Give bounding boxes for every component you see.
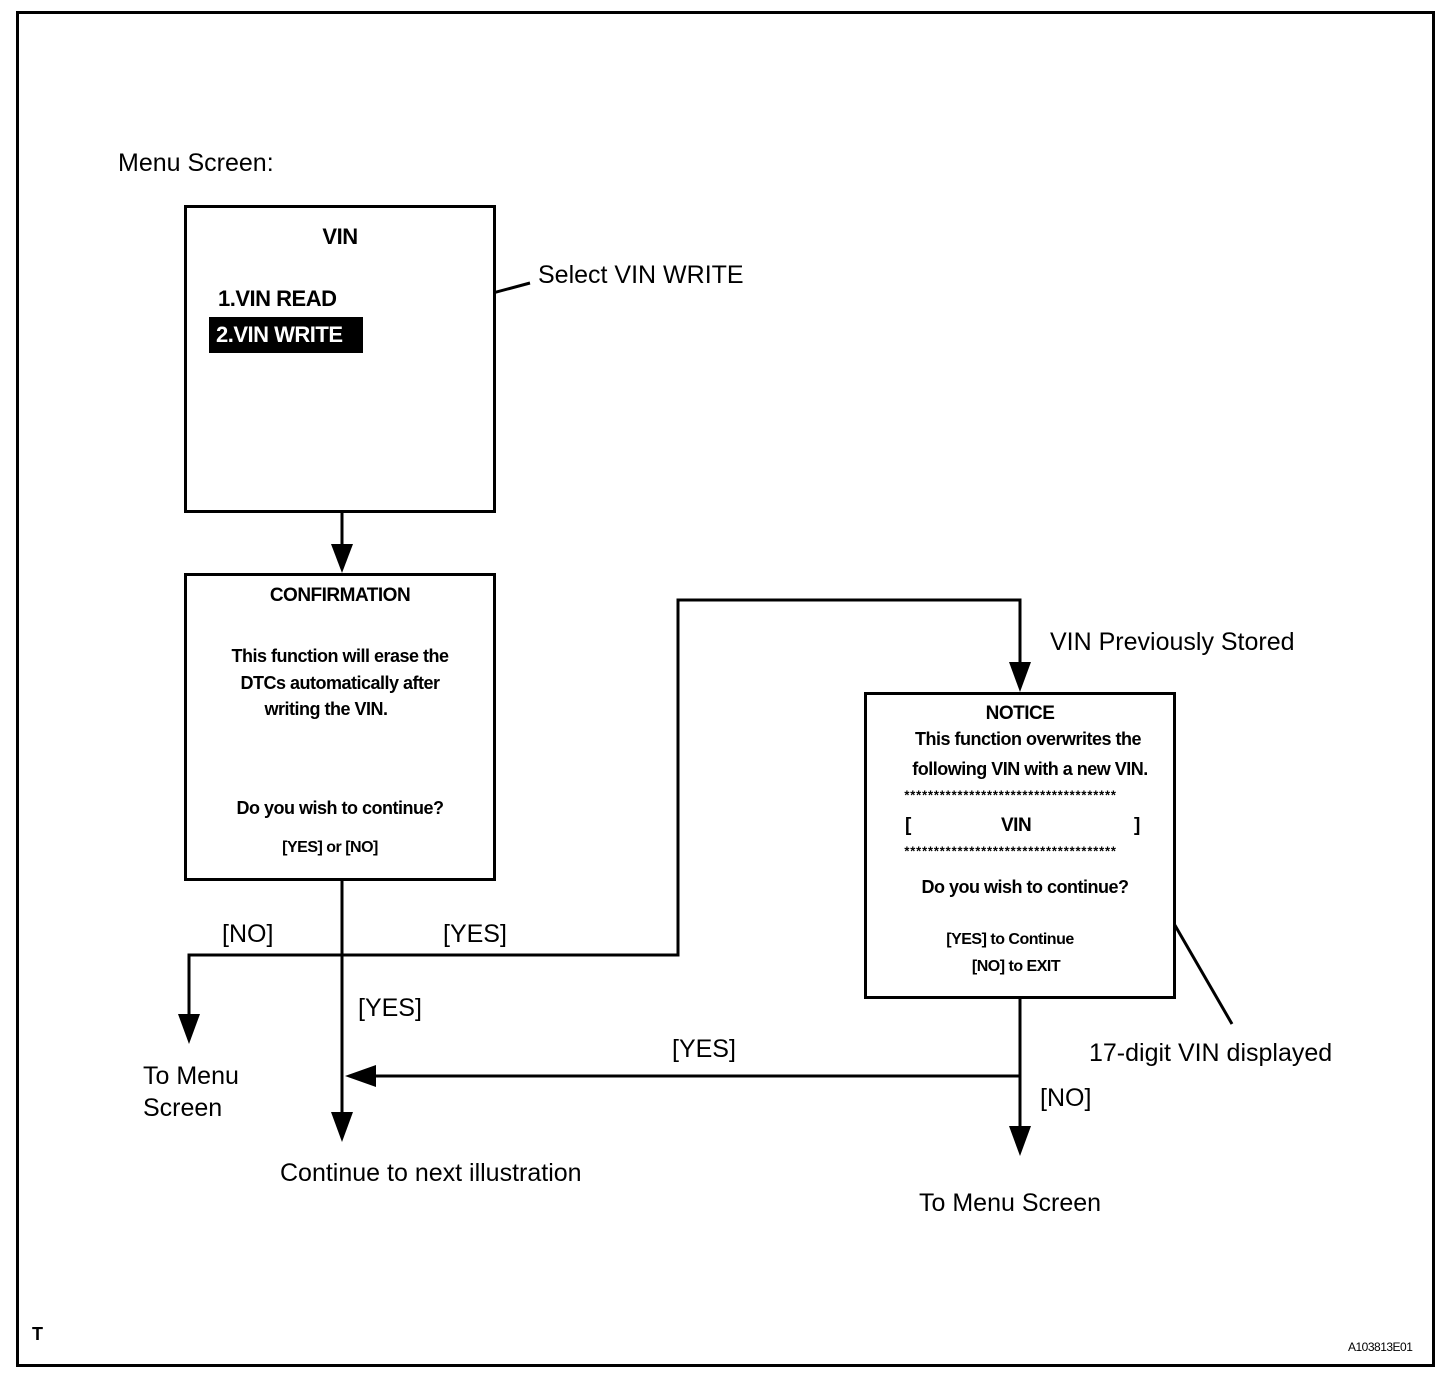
branch-label-yes-top: [YES] — [443, 920, 507, 948]
corner-letter: T — [32, 1324, 43, 1344]
to-menu-left-line-2: Screen — [143, 1094, 223, 1122]
no-left-line — [187, 953, 342, 1018]
arrowhead-no-left — [178, 1014, 200, 1044]
notice-question: Do you wish to continue? — [921, 877, 1130, 897]
figure-id: A103813E01 — [1348, 1340, 1413, 1354]
notice-stars-bottom: ************************************ — [903, 845, 1117, 860]
notice-line-2: following VIN with a new VIN. — [912, 759, 1148, 779]
vin-previously-stored-label: VIN Previously Stored — [1050, 628, 1295, 656]
continue-next-illustration: Continue to next illustration — [280, 1159, 582, 1187]
select-vin-write-callout: Select VIN WRITE — [538, 261, 744, 289]
confirmation-line-1: This function will erase the — [231, 646, 449, 666]
arrowhead-yes-return — [345, 1065, 376, 1087]
menu-screen-label: Menu Screen: — [118, 149, 274, 177]
vin-screen-title: VIN — [322, 224, 358, 249]
to-menu-left-line-1: To Menu — [143, 1062, 239, 1090]
branch-label-no-right: [NO] — [1040, 1084, 1092, 1112]
confirmation-title: CONFIRMATION — [269, 585, 411, 606]
arrowhead-continue — [331, 1112, 353, 1142]
menu-item-vin-read[interactable]: 1.VIN READ — [218, 286, 337, 311]
notice-stars-top: ************************************ — [903, 789, 1117, 804]
arrowhead-to-notice — [1009, 662, 1031, 692]
vin-displayed-callout: 17-digit VIN displayed — [1089, 1039, 1333, 1067]
notice-bracket-open: [ — [905, 815, 911, 836]
branch-label-yes-return: [YES] — [672, 1035, 736, 1063]
confirmation-line-2: DTCs automatically after — [240, 673, 440, 693]
confirmation-line-3: writing the VIN. — [264, 699, 388, 719]
diagram-frame — [16, 11, 1435, 1367]
branch-label-yes-down: [YES] — [358, 994, 422, 1022]
arrowhead-to-confirmation — [331, 544, 353, 573]
notice-title: NOTICE — [985, 703, 1055, 724]
confirmation-question: Do you wish to continue? — [236, 798, 445, 818]
to-menu-right: To Menu Screen — [919, 1189, 1102, 1217]
notice-line-1: This function overwrites the — [914, 729, 1142, 749]
arrowhead-no-right — [1009, 1126, 1031, 1156]
vin-menu-screen — [184, 205, 496, 513]
yes-to-notice-line — [342, 598, 1022, 957]
notice-yes-option: [YES] to Continue — [946, 931, 1074, 948]
confirmation-options: [YES] or [NO] — [282, 839, 378, 856]
notice-bracket-close: ] — [1134, 815, 1140, 836]
confirmation-screen — [184, 573, 496, 881]
notice-vin-value: VIN — [1001, 815, 1032, 836]
notice-screen — [864, 692, 1176, 999]
notice-no-option: [NO] to EXIT — [971, 958, 1061, 975]
menu-item-vin-write[interactable]: 2.VIN WRITE — [209, 317, 363, 353]
branch-label-no-left: [NO] — [222, 920, 274, 948]
